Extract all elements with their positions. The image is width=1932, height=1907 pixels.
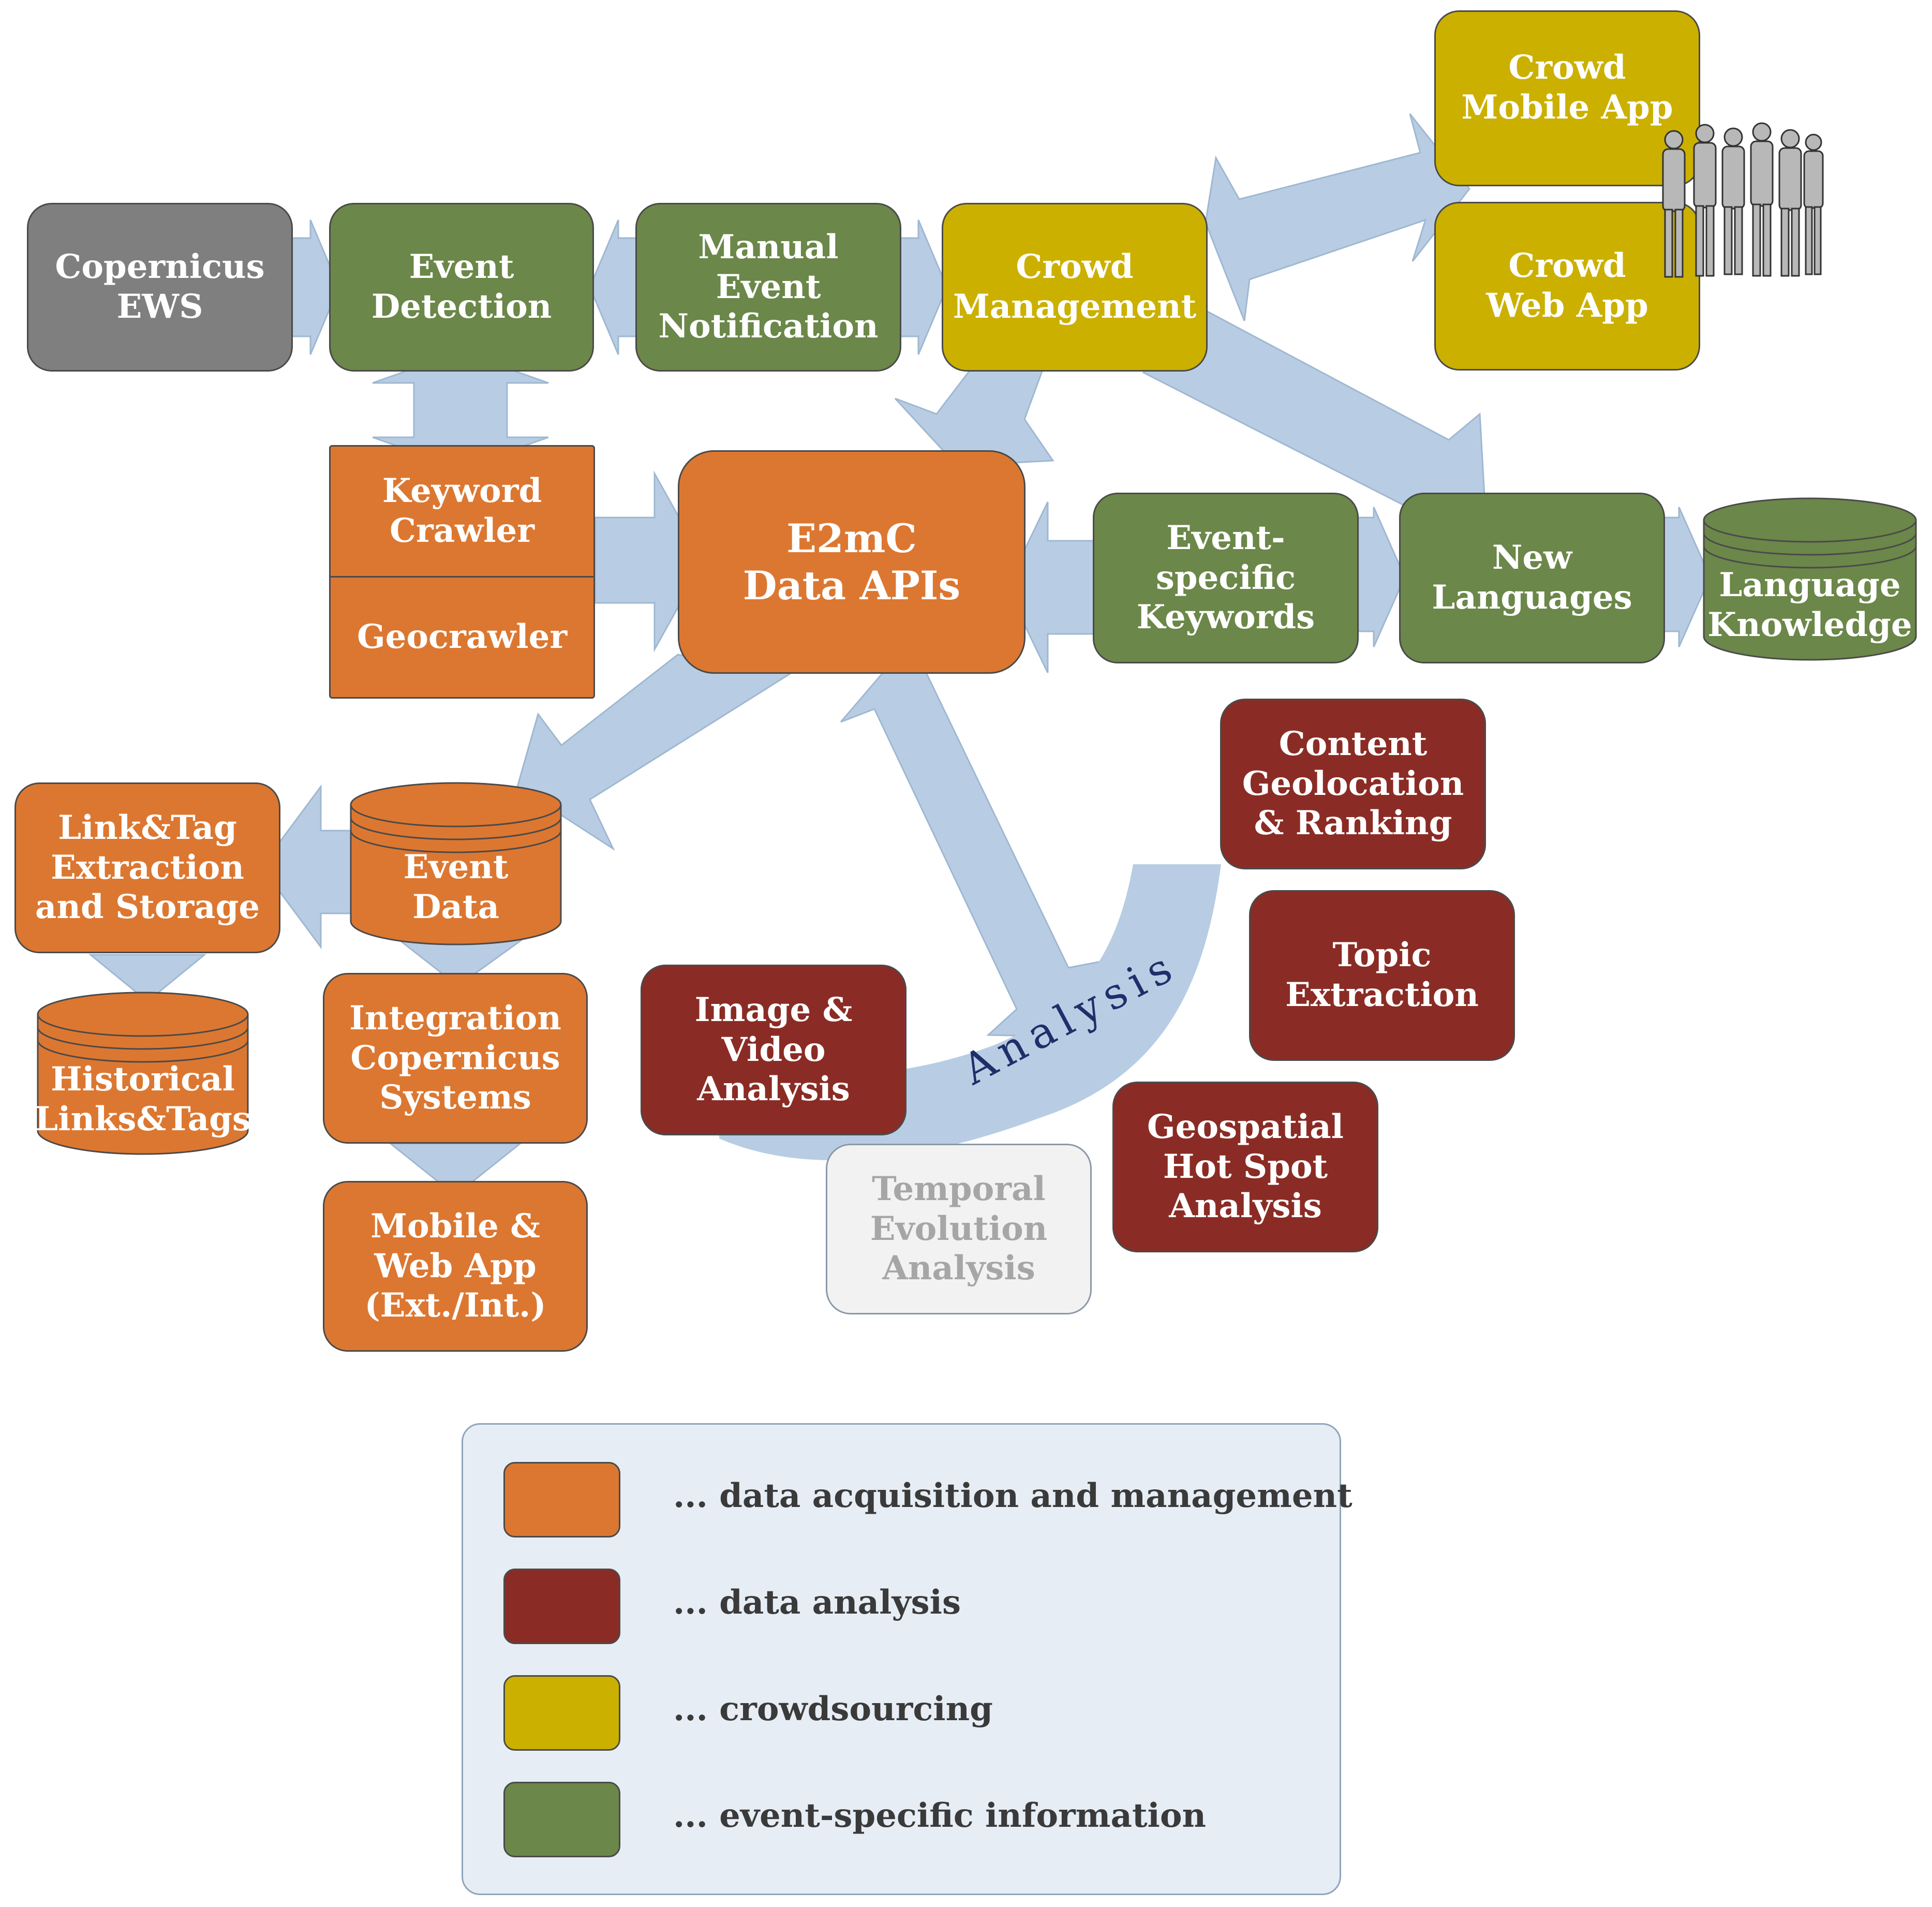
crowd-mobile-app-node: Crowd Mobile App bbox=[1434, 10, 1700, 186]
integration-copernicus-node: Integration Copernicus Systems bbox=[323, 973, 588, 1144]
historical-links-tags-label: Historical Links&Tags bbox=[35, 1060, 251, 1139]
legend-swatch-analysis bbox=[503, 1569, 620, 1644]
arrow-keywords-to-e2mc bbox=[1005, 501, 1098, 673]
crawler-divider bbox=[331, 576, 593, 578]
database-icon bbox=[350, 782, 562, 945]
arrow-integration-to-mobile-web bbox=[388, 1143, 523, 1196]
image-video-analysis-node: Image & Video Analysis bbox=[641, 965, 906, 1135]
arrow-copernicus-to-event-detection bbox=[291, 219, 340, 355]
crowd-management-node: Crowd Management bbox=[942, 203, 1208, 372]
arrow-manual-to-crowd-management bbox=[899, 219, 948, 355]
keyword-crawler-node: Keyword Crawler bbox=[382, 471, 542, 550]
link-tag-extraction-node: Link&Tag Extraction and Storage bbox=[14, 782, 280, 953]
legend-label-acquisition: ... data acquisition and management bbox=[673, 1476, 1353, 1515]
crowd-web-app-node: Crowd Web App bbox=[1434, 202, 1700, 371]
crowd-people-icon bbox=[1662, 122, 1824, 278]
event-data-db: Event Data bbox=[349, 781, 562, 947]
event-data-label: Event Data bbox=[403, 848, 509, 926]
arrow-keywords-to-new-languages bbox=[1357, 507, 1406, 647]
arrow-event-data-to-link-tag bbox=[260, 784, 353, 950]
manual-event-notification-node: Manual Event Notification bbox=[635, 203, 901, 372]
arrow-new-languages-to-language-knowledge bbox=[1662, 507, 1711, 647]
e2mc-data-apis-node: E2mC Data APIs bbox=[678, 450, 1026, 674]
legend-swatch-acquisition bbox=[503, 1462, 620, 1538]
legend-label-crowdsourcing: ... crowdsourcing bbox=[673, 1690, 993, 1728]
legend-swatch-event-specific bbox=[503, 1782, 620, 1857]
arrow-crowd-management-to-apps bbox=[1205, 113, 1470, 321]
legend-label-event-specific: ... event-specific information bbox=[673, 1796, 1207, 1835]
event-specific-keywords-node: Event- specific Keywords bbox=[1093, 493, 1359, 663]
legend: ... data acquisition and management ... … bbox=[462, 1423, 1353, 1895]
geocrawler-node: Geocrawler bbox=[356, 617, 568, 657]
event-detection-node: Event Detection bbox=[329, 203, 594, 372]
arrow-manual-to-event-detection bbox=[589, 219, 637, 355]
database-icon bbox=[1703, 497, 1917, 661]
content-geolocation-ranking-node: Content Geolocation & Ranking bbox=[1220, 699, 1486, 869]
temporal-evolution-node: Temporal Evolution Analysis bbox=[826, 1144, 1092, 1314]
database-icon bbox=[37, 992, 249, 1155]
language-knowledge-db: Language Knowledge bbox=[1702, 497, 1918, 662]
language-knowledge-label: Language Knowledge bbox=[1707, 566, 1912, 644]
legend-label-analysis: ... data analysis bbox=[673, 1583, 961, 1622]
crawler-group-node: Keyword Crawler Geocrawler bbox=[329, 445, 595, 699]
legend-swatch-crowdsourcing bbox=[503, 1675, 620, 1751]
mobile-web-app-node: Mobile & Web App (Ext./Int.) bbox=[323, 1181, 588, 1352]
arrow-link-tag-to-historical bbox=[88, 954, 207, 1002]
copernicus-ews-node: Copernicus EWS bbox=[27, 203, 293, 372]
historical-links-tags-db: Historical Links&Tags bbox=[35, 991, 251, 1157]
geospatial-hotspot-node: Geospatial Hot Spot Analysis bbox=[1112, 1082, 1378, 1252]
arrow-e2mc-to-event-data bbox=[516, 654, 794, 851]
new-languages-node: New Languages bbox=[1399, 493, 1665, 663]
topic-extraction-node: Topic Extraction bbox=[1249, 890, 1515, 1061]
